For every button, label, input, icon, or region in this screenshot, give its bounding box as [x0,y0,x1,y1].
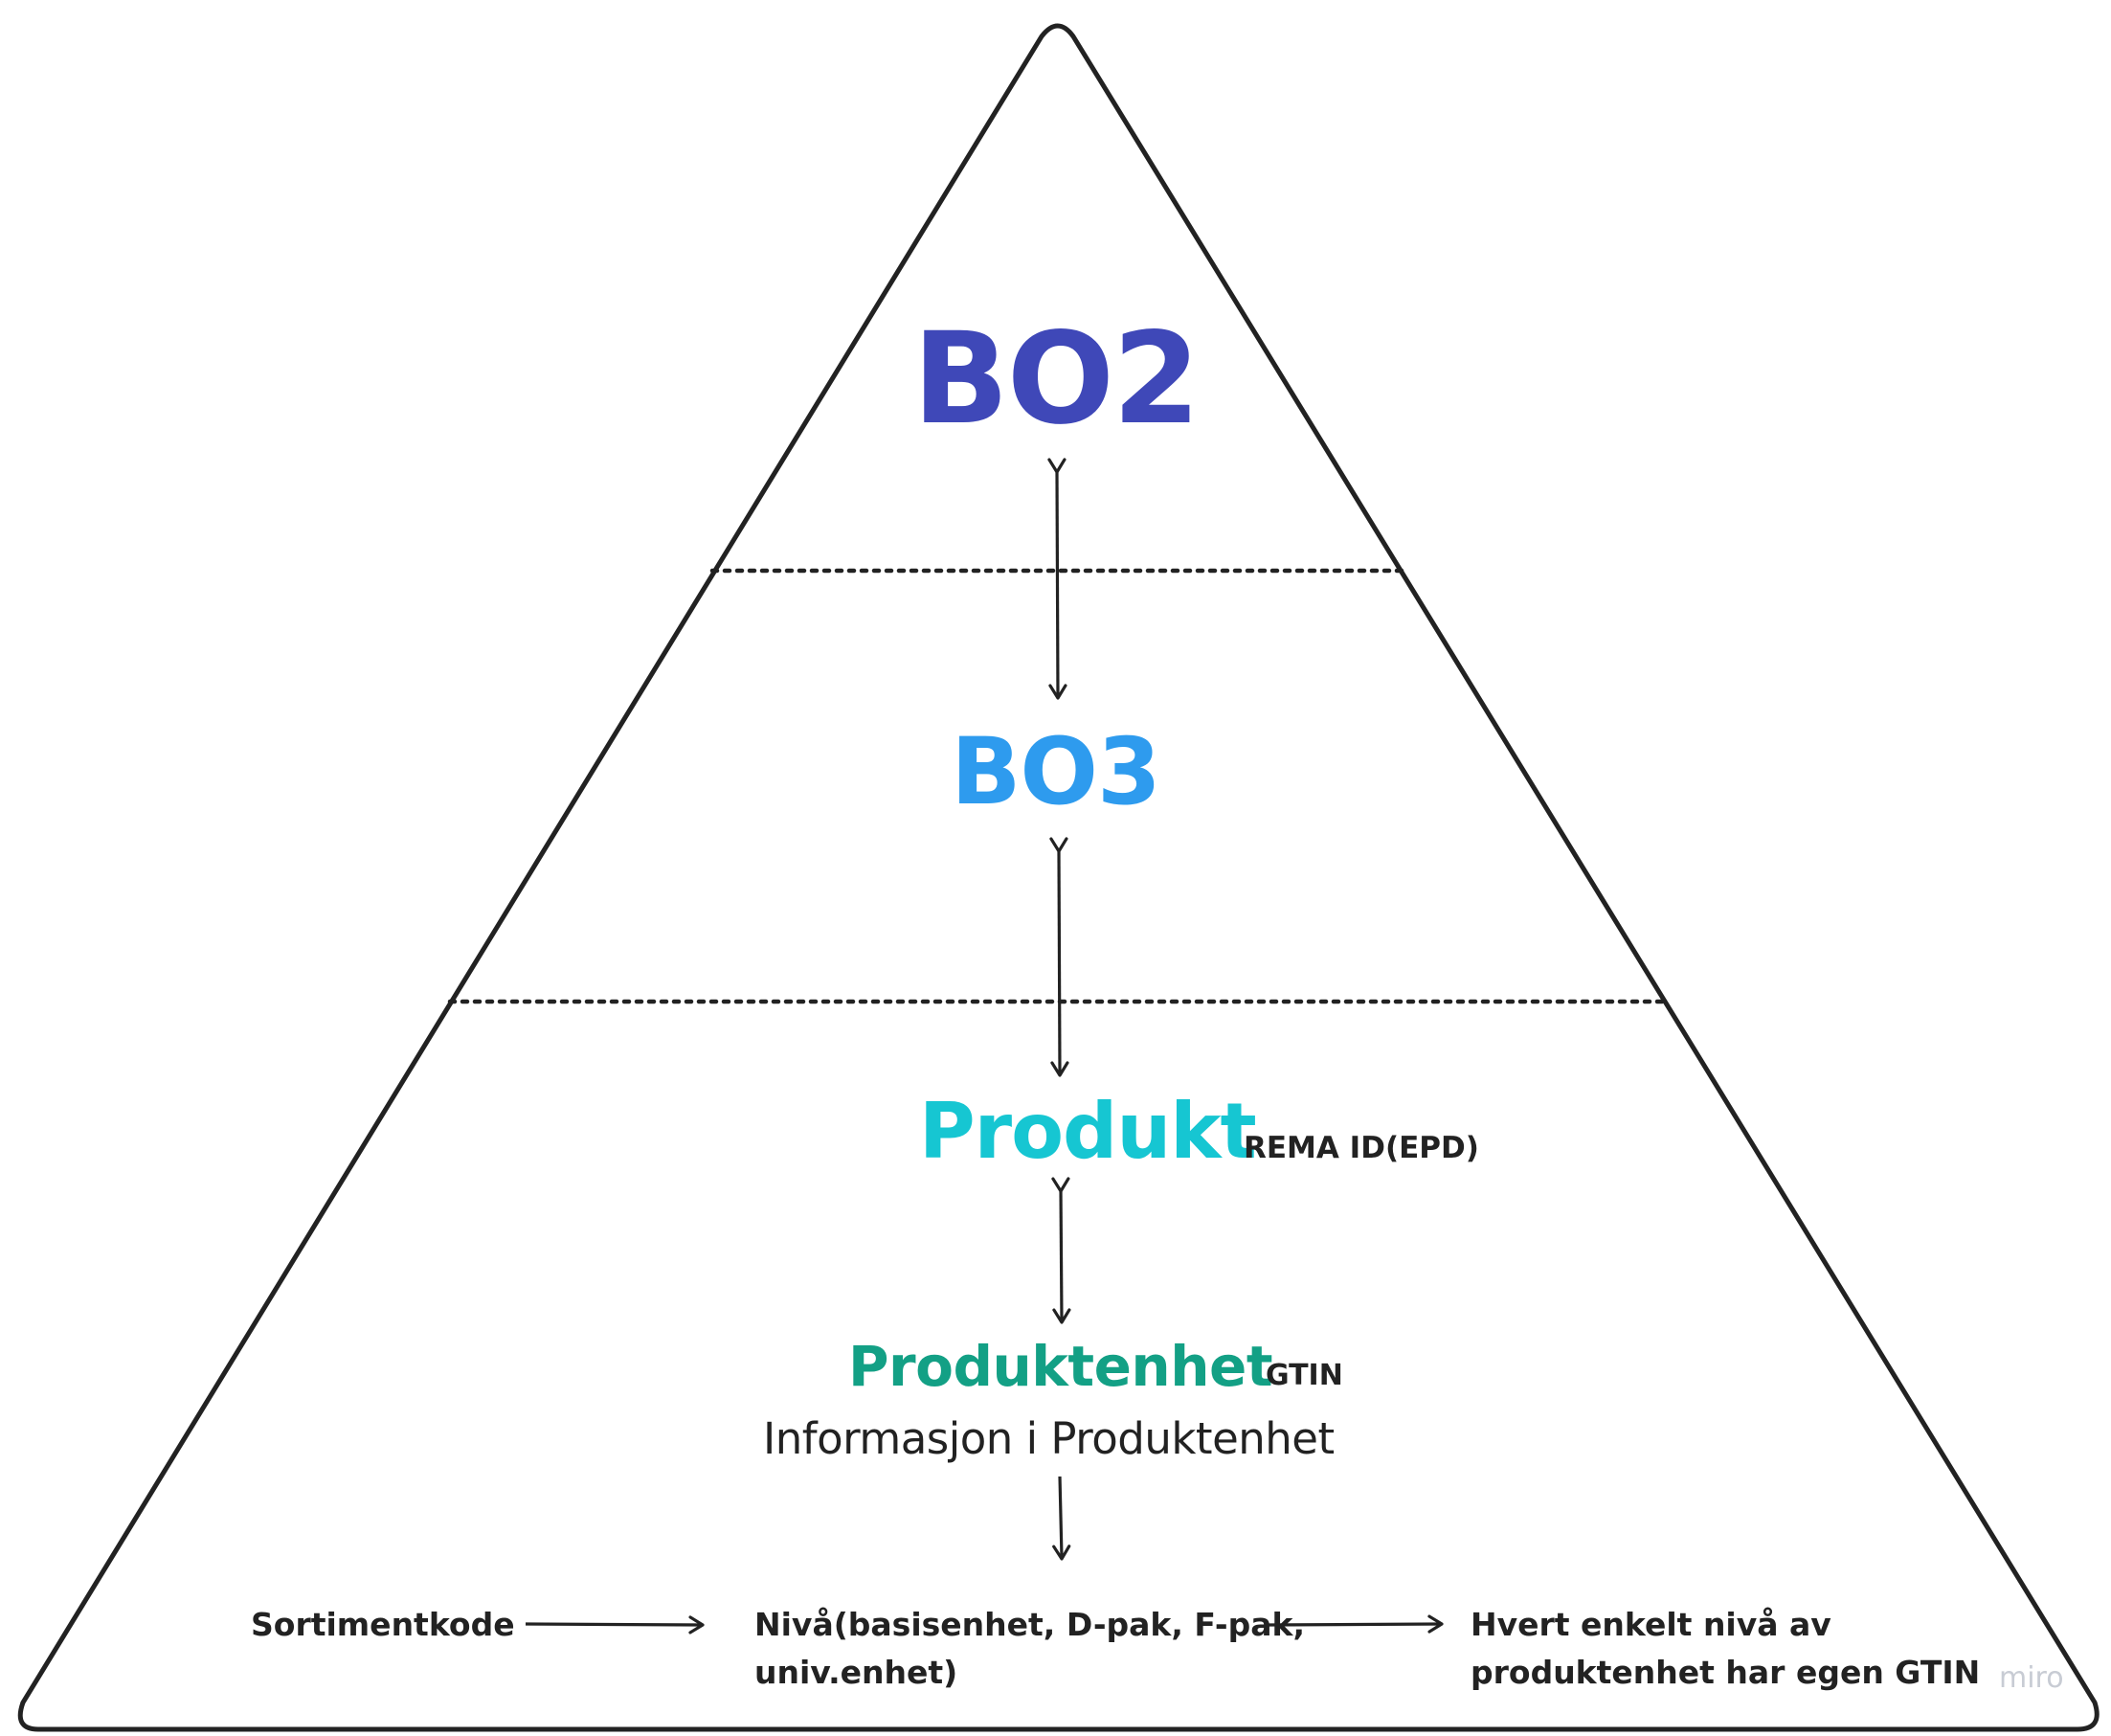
sortimentkode-label: Sortimentkode [251,1601,515,1649]
gtin-per-level-label: Hvert enkelt nivå av produktenhet har eg… [1471,1601,1980,1697]
arrow-bo2-bo3 [1047,458,1067,700]
niva-line-1: Nivå(basisenhet, D-pak, F-pak, [754,1606,1305,1643]
level-produktenhet-identifier: GTIN [1266,1359,1343,1392]
niva-label: Nivå(basisenhet, D-pak, F-pak, univ.enhe… [754,1601,1305,1697]
gtin-per-level-line-1: Hvert enkelt nivå av [1471,1606,1831,1643]
level-bo2-label: BO2 [912,305,1201,453]
niva-line-2: univ.enhet) [754,1654,958,1691]
info-produktenhet-label: Informasjon i Produktenhet [763,1413,1335,1464]
level-produkt-label: Produkt [919,1087,1257,1176]
arrow-sortimentkode-niva [525,1615,705,1635]
level-bo3-label: BO3 [951,718,1161,825]
gtin-per-level-line-2: produktenhet har egen GTIN [1471,1654,1981,1691]
miro-watermark: miro [1999,1661,2064,1695]
arrow-produkt-produktenhet [1051,1177,1071,1324]
arrow-bo3-produkt [1049,837,1069,1077]
level-produkt-identifier: REMA ID(EPD) [1244,1131,1479,1165]
arrow-niva-gtin [1268,1614,1444,1634]
level-produktenhet-label: Produktenhet [848,1334,1273,1399]
sortimentkode-text: Sortimentkode [251,1606,515,1643]
arrow-info-down [1052,1476,1071,1561]
